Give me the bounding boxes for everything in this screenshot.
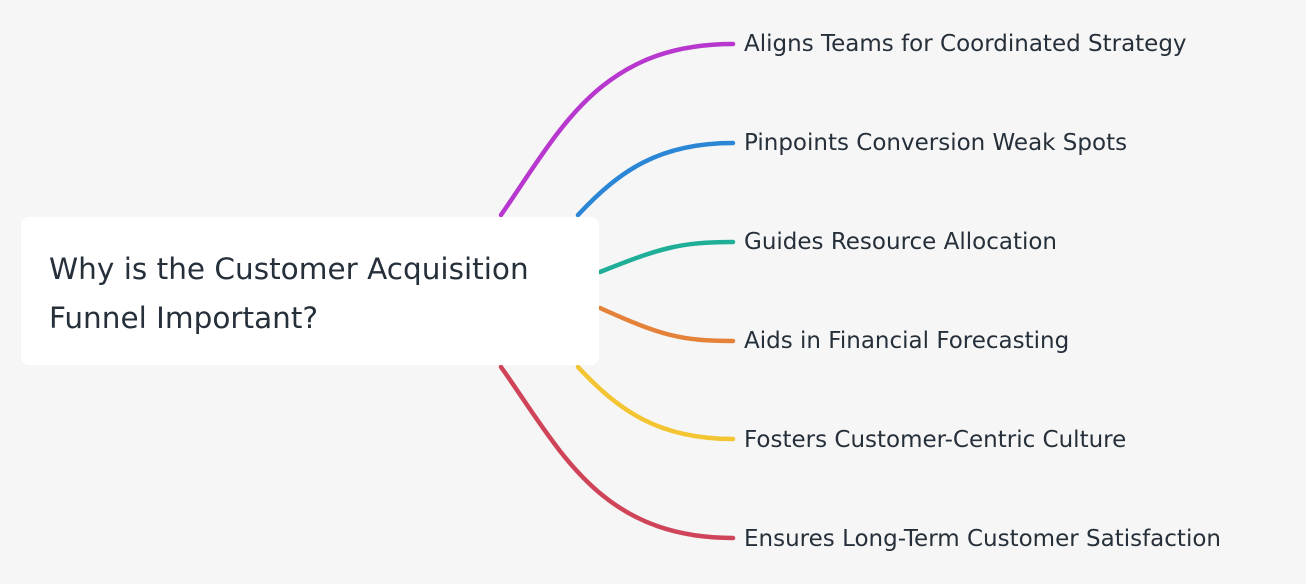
branch-label-pinpoints-weak-spots[interactable]: Pinpoints Conversion Weak Spots [744, 130, 1128, 156]
branch-connector-6 [498, 364, 736, 541]
branch-label-guides-resource-allocation[interactable]: Guides Resource Allocation [744, 229, 1058, 255]
branch-label-customer-centric-culture[interactable]: Fosters Customer-Centric Culture [744, 427, 1127, 453]
central-topic-line-1: Why is the Customer Acquisition [49, 252, 529, 286]
central-topic-node[interactable]: Why is the Customer Acquisition Funnel I… [21, 217, 599, 365]
branch-label-aligns-teams[interactable]: Aligns Teams for Coordinated Strategy [744, 31, 1187, 57]
branch-connector-2 [575, 140, 736, 218]
central-topic-line-2: Funnel Important? [49, 301, 319, 335]
branch-label-customer-satisfaction[interactable]: Ensures Long-Term Customer Satisfaction [744, 526, 1221, 552]
branch-connector-3 [597, 239, 736, 275]
central-topic-title: Why is the Customer Acquisition Funnel I… [49, 245, 571, 343]
branch-label-financial-forecasting[interactable]: Aids in Financial Forecasting [744, 328, 1070, 354]
branch-connector-4 [597, 305, 736, 344]
branch-connector-5 [575, 364, 736, 442]
branch-connector-1 [498, 41, 736, 218]
